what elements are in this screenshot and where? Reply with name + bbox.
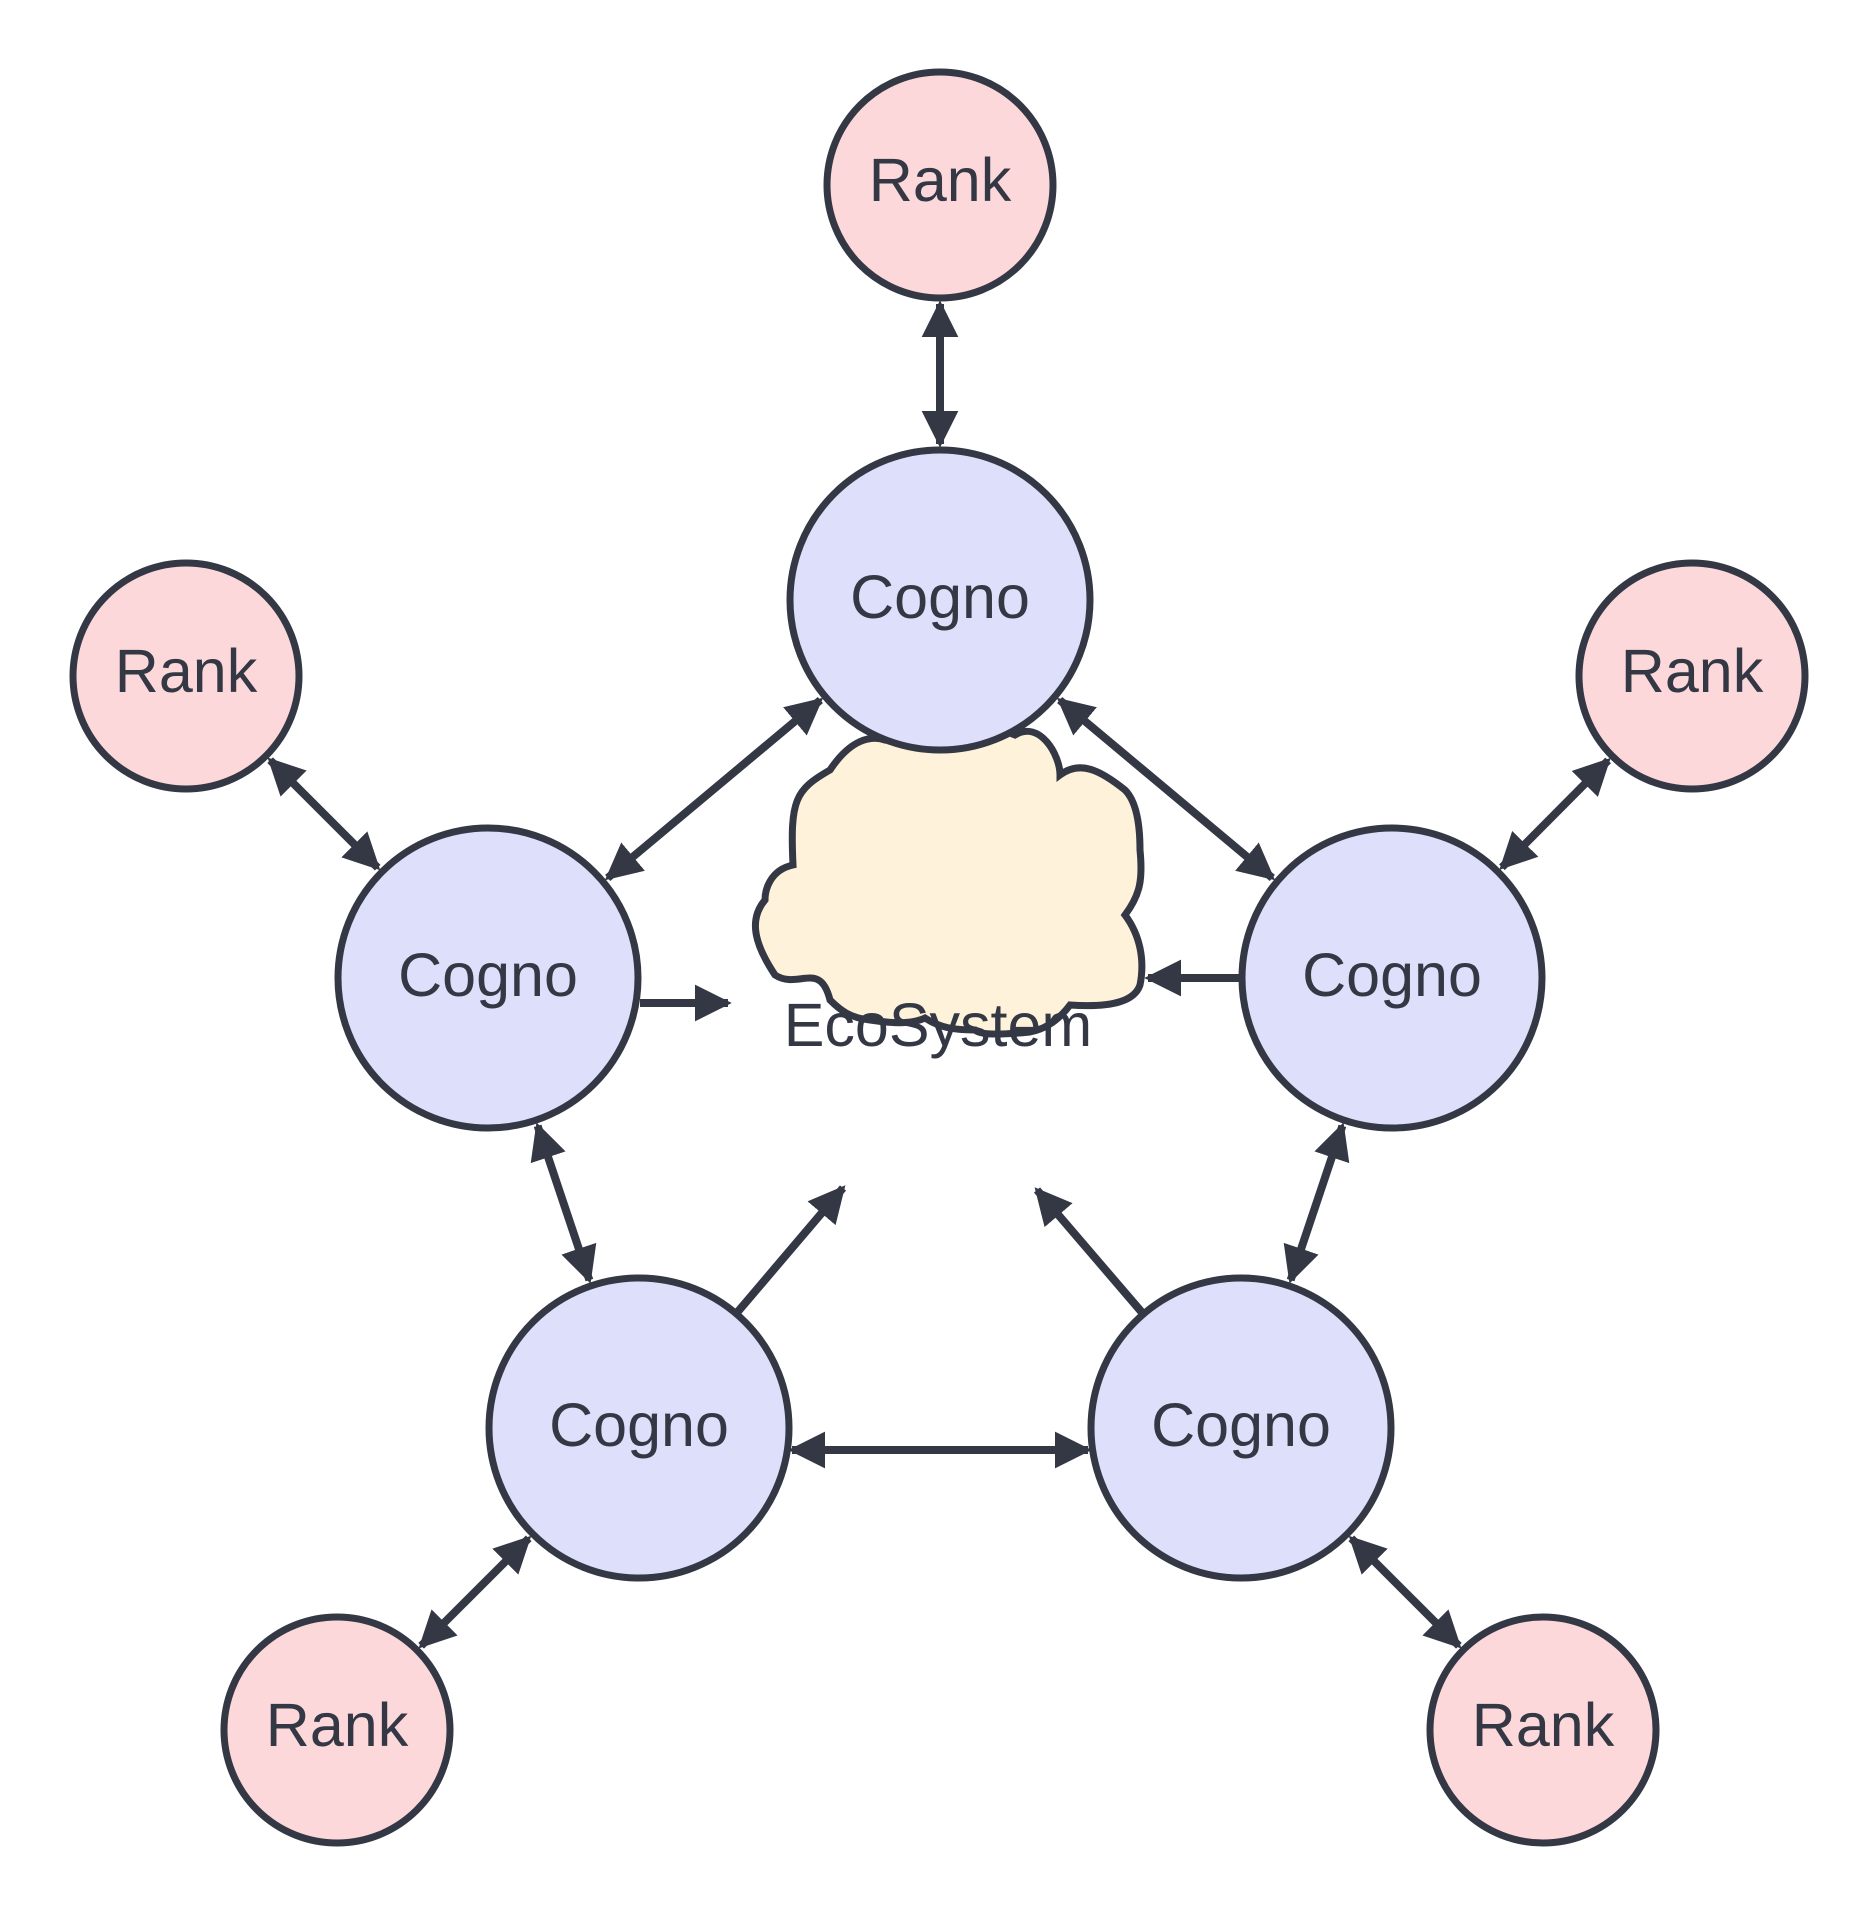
cogno-node-top[interactable]: Cogno [786,446,1094,754]
rank-top-label: Rank [869,146,1012,214]
rank-right-label: Rank [1621,637,1764,705]
ecosystem-node[interactable]: EcoSystem [751,722,1146,1059]
edge-cogno-top-to-cogno-right [1056,697,1276,881]
rank-bottom-right-label: Rank [1472,1691,1615,1759]
cogno-bottom-left-circle [485,1274,793,1582]
cogno-node-left[interactable]: Cogno [334,824,642,1132]
cogno-left-label: Cogno [398,941,578,1009]
ecosystem-cloud-shape [751,722,1146,1038]
edge-cogno-bottom-right-to-rank-bottom-right [1348,1535,1462,1649]
rank-bottom-right-circle [1426,1613,1660,1847]
cogno-bottom-left-label: Cogno [549,1391,729,1459]
edge-rank-left-to-cogno-left [267,757,381,871]
rank-top-circle [823,68,1057,302]
ecosystem-label: EcoSystem [784,991,1093,1059]
edge-cogno-bottom-right-to-ecosystem [1033,1187,1146,1316]
rank-right-circle [1575,559,1809,793]
rank-node-right[interactable]: Rank [1575,559,1809,793]
rank-bottom-left-circle [220,1613,454,1847]
edge-cogno-left-to-cogno-bottom-left [530,1122,597,1284]
edge-cogno-top-to-cogno-left [604,697,824,881]
cogno-right-circle [1238,824,1546,1132]
cogno-node-bottom-left[interactable]: Cogno [485,1274,793,1582]
rank-node-left[interactable]: Rank [69,559,303,793]
edge-cogno-bottom-left-to-ecosystem [734,1185,847,1315]
rank-left-label: Rank [115,637,258,705]
edge-rank-right-to-cogno-right [1499,757,1611,871]
cogno-top-circle [786,446,1094,754]
edge-cogno-right-to-cogno-bottom-right [1283,1122,1350,1284]
cogno-bottom-right-circle [1087,1274,1395,1582]
cogno-right-label: Cogno [1302,941,1482,1009]
rank-node-top[interactable]: Rank [823,68,1057,302]
edge-cogno-bottom-left-to-rank-bottom-left [418,1535,532,1649]
cogno-node-bottom-right[interactable]: Cogno [1087,1274,1395,1582]
rank-node-bottom-left[interactable]: Rank [220,1613,454,1847]
cogno-top-label: Cogno [850,563,1030,631]
rank-node-bottom-right[interactable]: Rank [1426,1613,1660,1847]
rank-bottom-left-label: Rank [266,1691,409,1759]
cogno-bottom-right-label: Cogno [1151,1391,1331,1459]
cogno-node-right[interactable]: Cogno [1238,824,1546,1132]
cogno-left-circle [334,824,642,1132]
rank-left-circle [69,559,303,793]
